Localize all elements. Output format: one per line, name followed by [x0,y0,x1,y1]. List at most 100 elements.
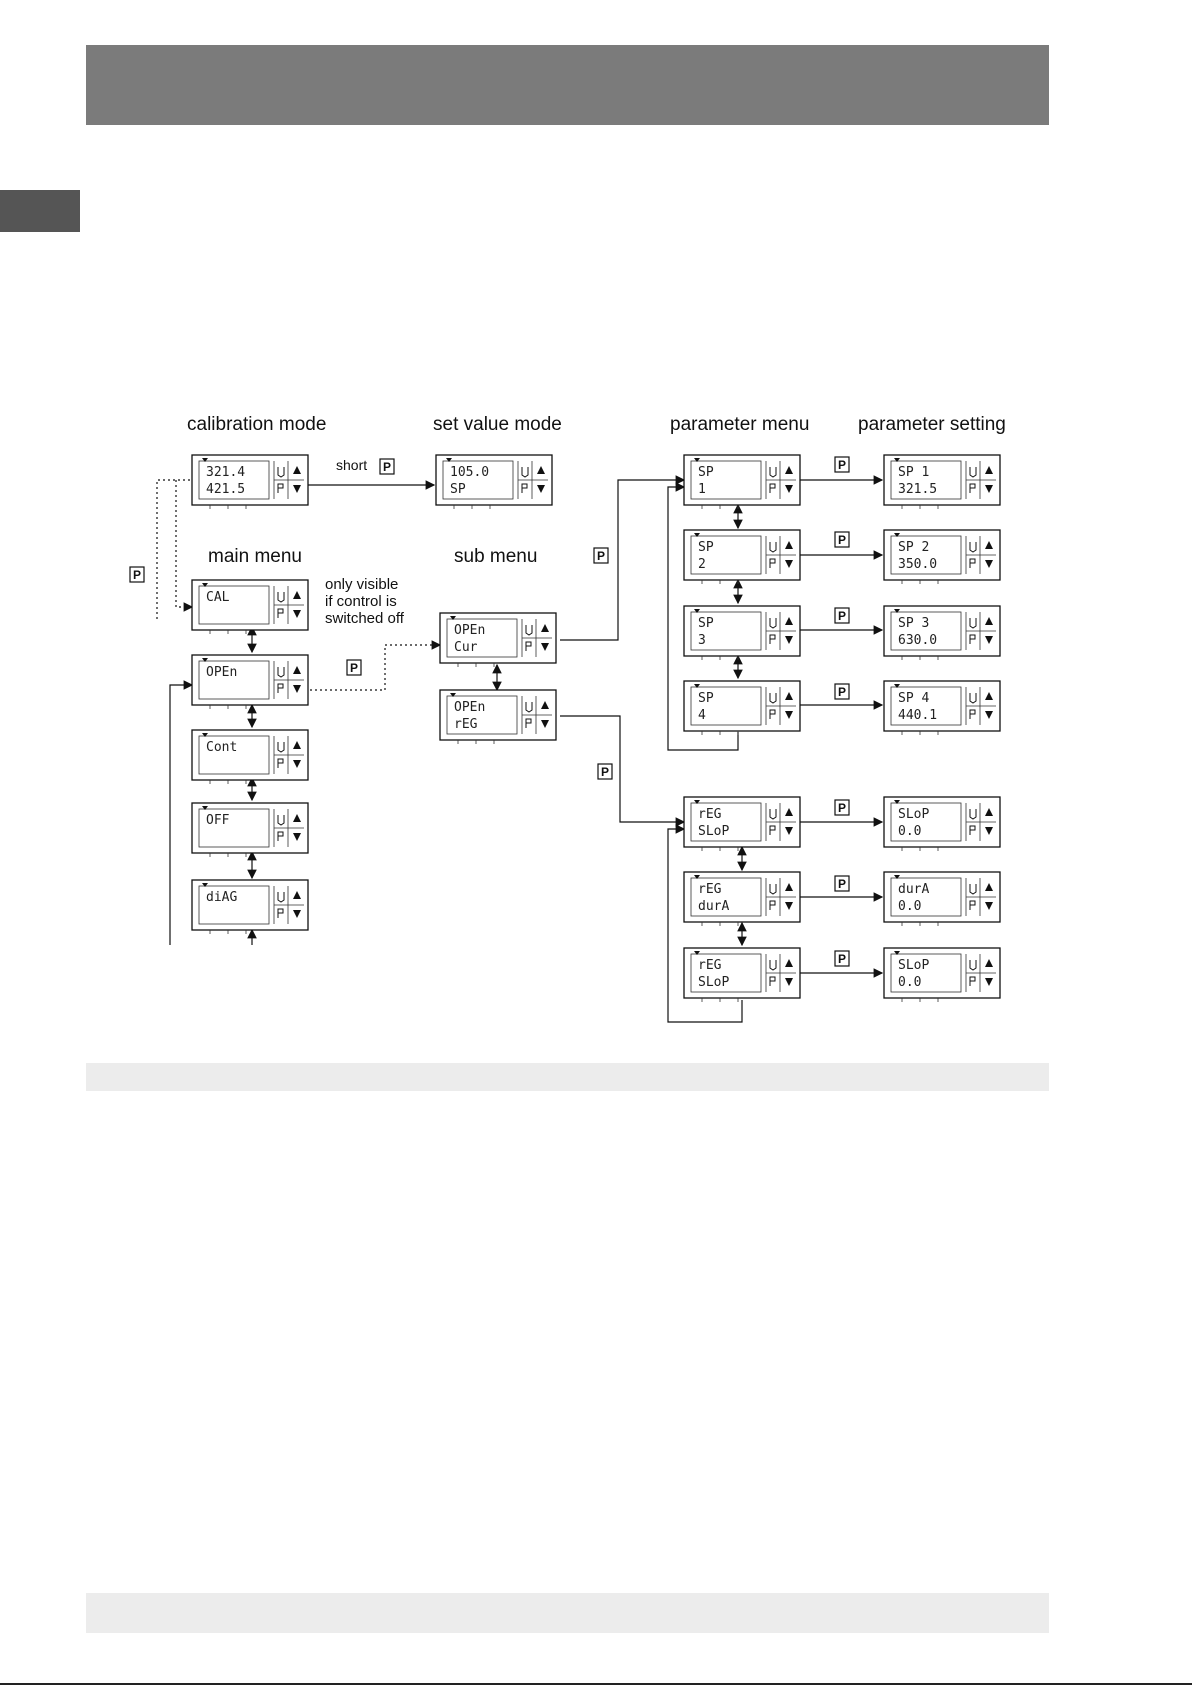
u-key-icon [769,809,777,820]
p-key-box [834,875,850,892]
display-line-1: CAL [206,590,230,605]
u-key-icon [525,702,533,713]
display-line-2: SLoP [698,824,729,839]
up-arrow-icon [537,466,545,474]
u-key-icon [969,542,977,553]
up-arrow-icon [785,617,793,625]
p-key-icon [969,900,976,910]
device-displays: 321.4421.5105.0SPCALOPEnContOFFdiAGOPEnC… [191,454,1001,1002]
p-key-box [834,683,850,700]
status-arrow-icon [694,458,700,462]
down-arrow-icon [985,902,993,910]
display-line-2: 0.0 [898,824,921,839]
display-screen [690,535,762,575]
display-param-2: SP2 [683,529,801,584]
status-arrow-icon [202,733,208,737]
status-arrow-icon [894,458,900,462]
connector-lines [156,475,884,1023]
display-main-1: CAL [191,579,309,634]
status-arrow-icon [450,616,456,620]
down-arrow-icon [785,711,793,719]
u-key-icon [277,742,285,753]
display-line-1: SP [698,691,714,706]
u-key-icon [969,960,977,971]
down-arrow-icon [541,720,549,728]
display-screen [890,535,962,575]
display-line-1: 105.0 [450,465,489,480]
display-line-1: 321.4 [206,465,245,480]
p-key-box [834,456,850,473]
status-arrow-icon [202,458,208,462]
u-key-icon [525,625,533,636]
display-line-1: SLoP [898,958,929,973]
status-arrow-icon [694,951,700,955]
up-arrow-icon [293,466,301,474]
p-key-reg-2: P [838,877,846,891]
short-label: short [336,457,367,473]
param-loop-line [667,482,739,751]
display-screen [198,660,270,700]
up-arrow-icon [985,541,993,549]
status-arrow-icon [450,693,456,697]
display-screen [690,877,762,917]
display-screen [198,735,270,775]
p-key-param-4: P [838,685,846,699]
down-arrow-icon [293,685,301,693]
display-screen [442,460,514,500]
p-key-icon [277,908,284,918]
u-key-icon [521,467,529,478]
p-key-param-1: P [838,458,846,472]
up-arrow-icon [985,466,993,474]
language-tab [0,190,80,232]
up-arrow-icon [985,692,993,700]
status-arrow-icon [894,951,900,955]
down-arrow-icon [985,636,993,644]
p-key-icon [769,976,776,986]
main-loop-line [169,680,194,945]
p-key-param-2: P [838,533,846,547]
p-key-icon [769,709,776,719]
display-screen [890,611,962,651]
display-screen [198,585,270,625]
status-arrow-icon [202,658,208,662]
display-screen [890,877,962,917]
p-key-icon [277,831,284,841]
status-arrow-icon [202,583,208,587]
open-to-sub [310,640,442,691]
p-key-icon [277,608,284,618]
p-key-box [129,566,145,583]
title-parameter-setting: parameter setting [858,414,1006,435]
display-line-2: 630.0 [898,633,937,648]
display-line-2: 4 [698,708,706,723]
p-key-icon [277,483,284,493]
display-screen [446,695,518,735]
p-key-icon [769,825,776,835]
reg-loop-line [667,824,743,1023]
p-key-calib: P [133,568,141,582]
p-key-box [379,458,395,475]
down-arrow-icon [293,485,301,493]
up-arrow-icon [985,808,993,816]
display-screen [890,953,962,993]
p-key-icon [769,634,776,644]
up-arrow-icon [785,541,793,549]
display-line-2: 321.5 [898,482,937,497]
status-arrow-icon [694,875,700,879]
p-key-icon [969,709,976,719]
p-key-short: P [383,460,391,474]
status-arrow-icon [446,458,452,462]
note-line-2: if control is [325,593,397,610]
display-line-2: 3 [698,633,706,648]
display-param-3: SP3 [683,605,801,660]
p-key-icon [769,558,776,568]
title-sub-menu: sub menu [454,546,538,567]
p-key-icon [769,483,776,493]
u-key-icon [769,542,777,553]
display-screen [890,686,962,726]
title-set-value-mode: set value mode [433,414,562,435]
